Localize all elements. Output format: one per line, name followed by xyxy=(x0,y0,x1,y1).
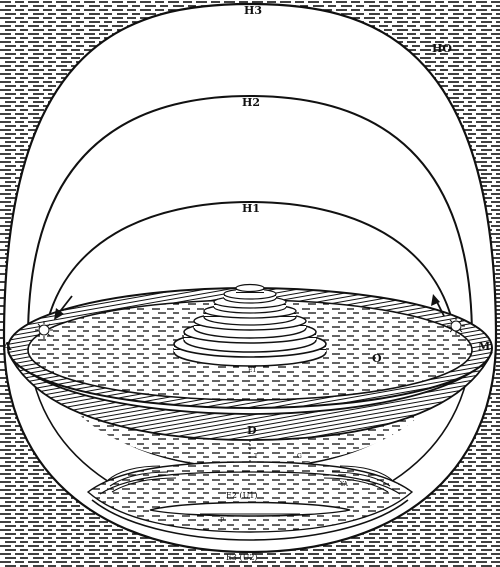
underworld-bowl xyxy=(86,461,414,533)
sun-icon xyxy=(447,317,465,335)
label-h3: H3 xyxy=(244,4,262,17)
label-t: T xyxy=(254,453,258,460)
label-h2: H2 xyxy=(242,96,260,109)
label-ya: YA xyxy=(339,481,348,488)
underworld-right-arches xyxy=(323,465,393,493)
heaven-arc-h1 xyxy=(43,200,457,339)
arrow-down-left-icon xyxy=(54,295,73,320)
label-ho: HO xyxy=(432,42,452,55)
subterranean-waters xyxy=(40,356,460,466)
label-a: A xyxy=(2,340,12,353)
label-h1: H1 xyxy=(242,202,260,215)
sun-icon xyxy=(35,321,53,339)
label-g: G xyxy=(297,453,302,460)
underworld-arc-outer xyxy=(91,499,409,541)
label-p: P xyxy=(220,517,224,524)
heaven-arc-h2 xyxy=(27,94,473,339)
world-mountain xyxy=(173,283,327,367)
label-e3: E3 (U2) xyxy=(226,553,258,562)
arrow-up-right-icon xyxy=(431,294,445,317)
underworld-layer-1 xyxy=(99,471,401,495)
label-d: D xyxy=(247,424,257,437)
label-o: O xyxy=(372,352,382,365)
label-e2: E2 (U1) xyxy=(226,491,258,500)
label-e1: E1 xyxy=(248,367,256,374)
underworld-left-arches xyxy=(107,465,177,493)
underworld-inner-chamber xyxy=(149,501,351,517)
label-m: M xyxy=(478,340,490,353)
